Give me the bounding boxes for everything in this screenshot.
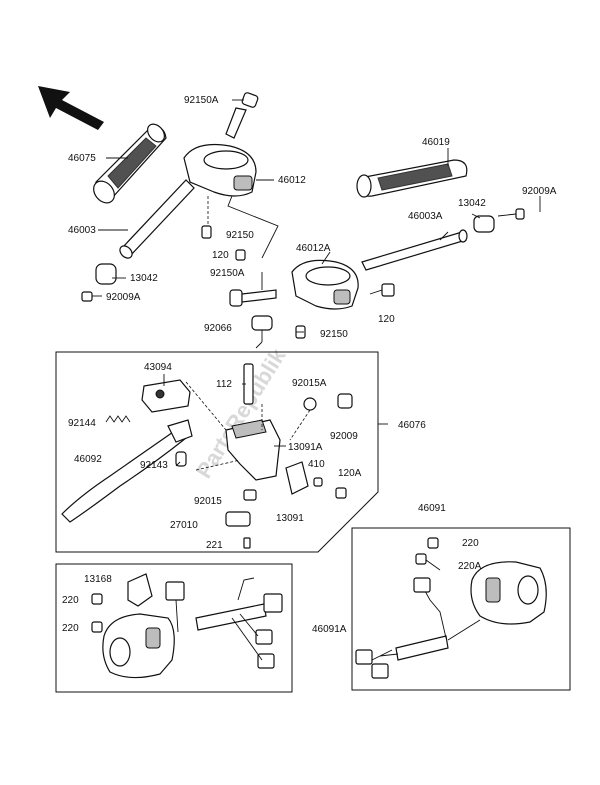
screw-92150-a [201, 225, 212, 239]
end-weight-13042-left [95, 263, 117, 285]
label-13042-right: 13042 [458, 198, 486, 209]
label-46019: 46019 [422, 137, 450, 148]
part-labels: 92150A 46075 46012 46019 92009A 46003 92… [62, 95, 557, 635]
lever-46092 [61, 419, 193, 523]
end-weight-13042-right [473, 215, 495, 233]
bolt-120-a [235, 249, 246, 261]
clamp-46012 [183, 143, 257, 197]
label-120-b: 120 [378, 314, 395, 325]
label-27010: 27010 [170, 520, 198, 531]
grip-46075 [93, 123, 167, 204]
label-92150-a: 92150 [226, 230, 254, 241]
label-46003: 46003 [68, 225, 96, 236]
clip-13168 [127, 573, 153, 607]
label-92150-b: 92150 [320, 329, 348, 340]
right-switch-box [351, 527, 571, 691]
master-cylinder-13091A [225, 419, 281, 481]
label-221: 221 [206, 540, 223, 551]
screw-220-l2 [91, 621, 103, 633]
leader-lines [98, 99, 541, 467]
label-92015A: 92015A [292, 378, 327, 389]
screw-92009A-left [81, 291, 102, 302]
label-92009: 92009 [330, 431, 358, 442]
label-92009A-left: 92009A [106, 292, 141, 303]
label-13168: 13168 [84, 574, 112, 585]
pivot-block-43094 [141, 379, 191, 413]
harness-right [355, 577, 481, 679]
screw-120A [335, 487, 347, 499]
label-120A: 120A [338, 468, 362, 479]
label-92015: 92015 [194, 496, 222, 507]
label-410: 410 [308, 459, 325, 470]
label-220A: 220A [458, 561, 482, 572]
label-92144: 92144 [68, 418, 96, 429]
nut-92015 [243, 489, 257, 501]
switch-housing-left [102, 613, 175, 679]
switch-housing-right [470, 561, 547, 625]
label-13091A: 13091A [288, 442, 323, 453]
label-46091A: 46091A [312, 624, 347, 635]
label-46003A: 46003A [408, 211, 443, 222]
bolt-92150A-mid [229, 289, 277, 307]
screw-220-r [427, 537, 439, 549]
screw-221 [243, 537, 251, 549]
label-120-a: 120 [212, 250, 229, 261]
label-46091: 46091 [418, 503, 446, 514]
front-direction-arrow-icon [38, 86, 104, 130]
bolt-92150A-top [225, 92, 259, 139]
spring-92144 [105, 415, 131, 423]
nut-410 [313, 477, 323, 487]
screw-220A [415, 553, 441, 571]
label-220-l2: 220 [62, 623, 79, 634]
label-220-l1: 220 [62, 595, 79, 606]
label-92009A-right: 92009A [522, 186, 557, 197]
label-46075: 46075 [68, 153, 96, 164]
label-220-r: 220 [462, 538, 479, 549]
label-46092: 46092 [74, 454, 102, 465]
harness-left [165, 577, 283, 669]
screw-92009A-right [497, 208, 525, 220]
label-43094: 43094 [144, 362, 172, 373]
lever-assembly-box [55, 351, 379, 553]
label-46012: 46012 [278, 175, 306, 186]
handlebar-46003A [361, 229, 468, 271]
holder-13091 [285, 461, 309, 495]
bolt-120-b [369, 283, 395, 297]
handlebar-46003 [119, 179, 195, 259]
washer-92015A [303, 397, 317, 411]
adjuster-92009 [337, 393, 353, 409]
label-13042-left: 13042 [130, 273, 158, 284]
left-switch-box [55, 563, 293, 693]
grip-46019 [356, 159, 468, 198]
label-92143: 92143 [140, 460, 168, 471]
screw-220-l1 [91, 593, 103, 605]
label-92066: 92066 [204, 323, 232, 334]
switch-27010 [225, 511, 251, 527]
label-112: 112 [216, 379, 232, 390]
label-46012A: 46012A [296, 243, 331, 254]
label-46076: 46076 [398, 420, 426, 431]
label-13091: 13091 [276, 513, 304, 524]
cap-92066 [251, 315, 273, 342]
clamp-46012A [291, 259, 359, 310]
label-92150A-mid: 92150A [210, 268, 245, 279]
pin-92143 [175, 451, 187, 467]
label-92150A-top: 92150A [184, 95, 219, 106]
